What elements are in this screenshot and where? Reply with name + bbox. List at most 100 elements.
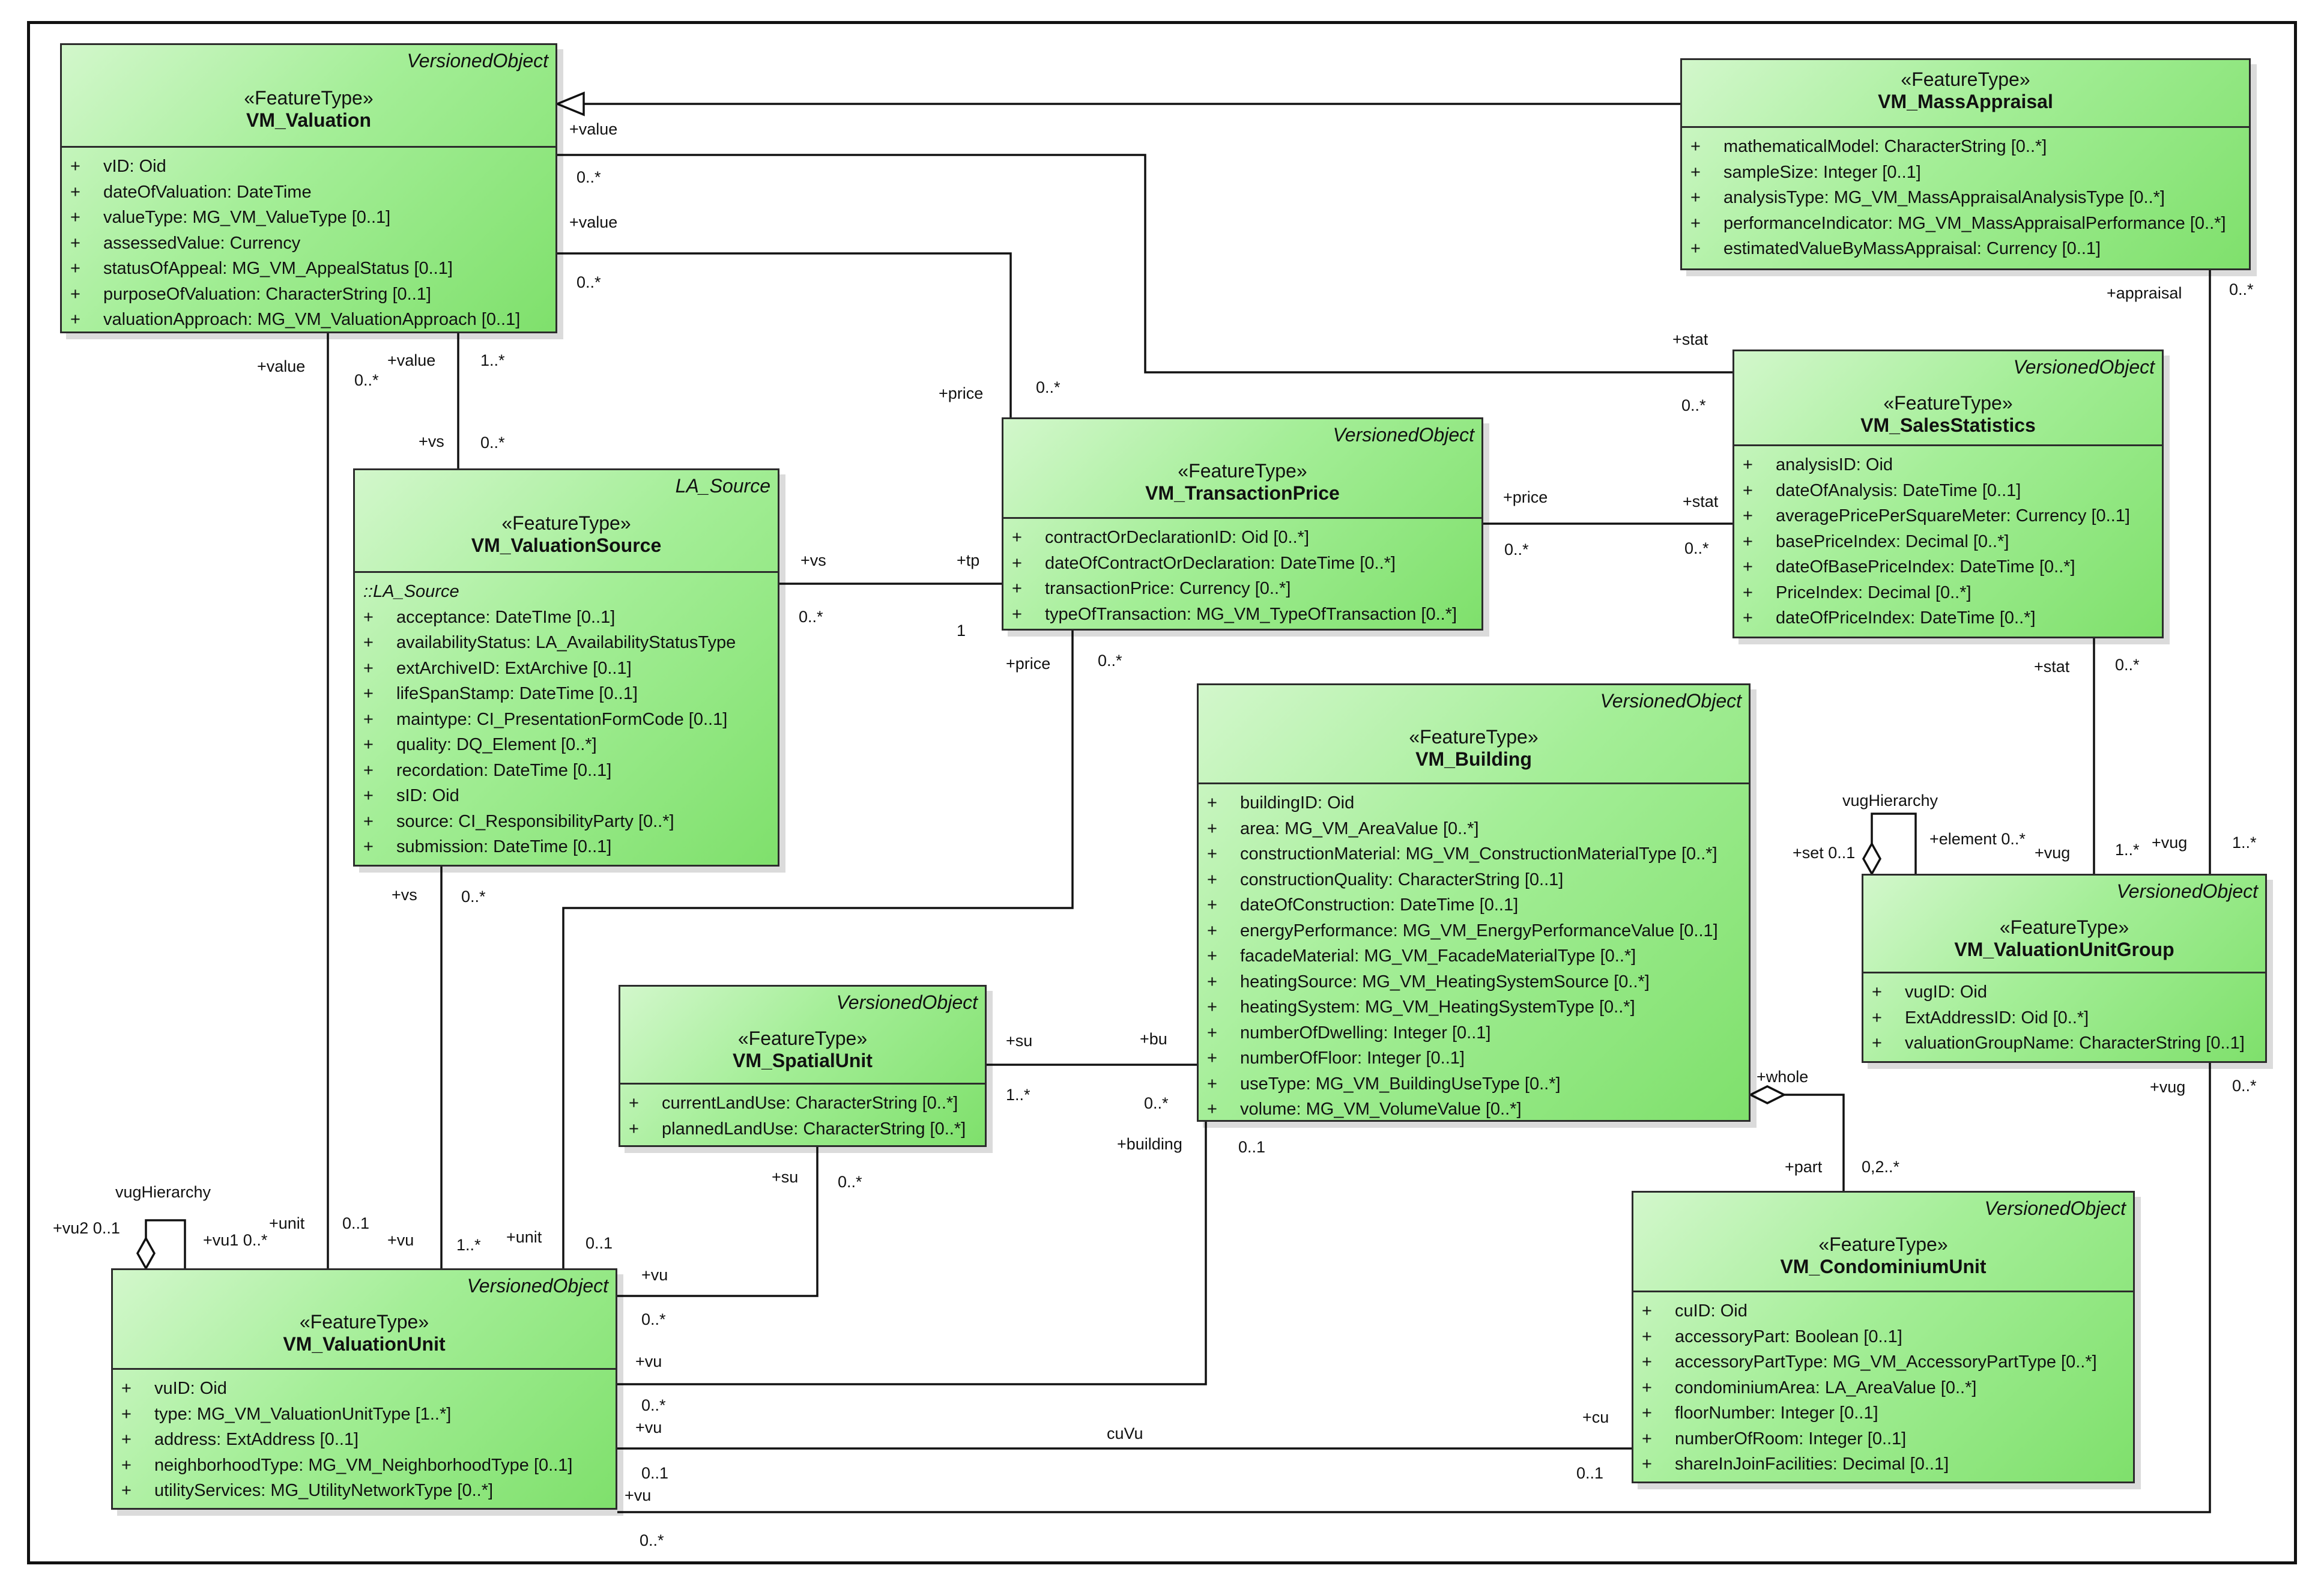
role-label: +vu — [387, 1231, 414, 1249]
vu-hierarchy-diamond — [136, 1236, 156, 1271]
attribute-text: currentLandUse: CharacterString [0..*] — [662, 1094, 958, 1113]
role-label: +vu — [635, 1352, 662, 1370]
class-vm-spatialunit[interactable]: VersionedObject «FeatureType» VM_Spatial… — [619, 985, 987, 1147]
attribute-list: +vID: Oid+dateOfValuation: DateTime+valu… — [62, 148, 555, 336]
visibility-marker: + — [1642, 1454, 1652, 1474]
multiplicity-label: 0..* — [838, 1173, 862, 1191]
role-label: +price — [939, 384, 984, 402]
class-name: VM_ValuationUnitGroup — [1954, 939, 2174, 960]
class-attribute: +neighborhoodType: MG_VM_NeighborhoodTyp… — [113, 1453, 616, 1479]
class-attribute: +buildingID: Oid — [1199, 790, 1749, 816]
multiplicity-label: 0,2..* — [1862, 1158, 1900, 1176]
class-name: VM_Building — [1415, 748, 1532, 770]
visibility-marker: + — [1872, 1008, 1882, 1028]
class-parent: VersionedObject — [1333, 424, 1474, 446]
role-label: +su — [1006, 1032, 1033, 1050]
attribute-text: purposeOfValuation: CharacterString [0..… — [103, 284, 431, 304]
attribute-text: quality: DQ_Element [0..*] — [396, 735, 597, 754]
role-label: +vs — [800, 551, 826, 569]
visibility-marker: + — [1690, 213, 1701, 233]
attribute-text: accessoryPartType: MG_VM_AccessoryPartTy… — [1675, 1352, 2097, 1372]
class-vm-salesstatistics[interactable]: VersionedObject «FeatureType» VM_SalesSt… — [1732, 350, 2164, 638]
class-name: VM_ValuationSource — [471, 534, 662, 556]
class-vm-valuation[interactable]: VersionedObject «FeatureType» VM_Valuati… — [60, 43, 557, 333]
class-attribute: +useType: MG_VM_BuildingUseType [0..*] — [1199, 1071, 1749, 1097]
class-attribute: +accessoryPart: Boolean [0..1] — [1633, 1324, 2133, 1350]
role-label: +cu — [1582, 1408, 1609, 1426]
class-attribute: +typeOfTransaction: MG_VM_TypeOfTransact… — [1003, 602, 1481, 628]
visibility-marker: + — [363, 633, 374, 652]
visibility-marker: + — [1690, 162, 1701, 182]
attribute-text: statusOfAppeal: MG_VM_AppealStatus [0..1… — [103, 259, 453, 278]
visibility-marker: + — [121, 1455, 132, 1475]
role-label: +stat — [1672, 330, 1708, 348]
attribute-text: contractOrDeclarationID: Oid [0..*] — [1045, 528, 1309, 547]
attribute-list: +currentLandUse: CharacterString [0..*]+… — [620, 1085, 985, 1145]
attribute-text: assessedValue: Currency — [103, 233, 301, 253]
class-attribute: +heatingSource: MG_VM_HeatingSystemSourc… — [1199, 969, 1749, 995]
multiplicity-label: 0..* — [1036, 378, 1061, 396]
visibility-marker: + — [363, 837, 374, 856]
visibility-marker: + — [1207, 997, 1217, 1017]
attribute-text: mathematicalModel: CharacterString [0..*… — [1723, 137, 2047, 156]
class-attribute: +averagePricePerSquareMeter: Currency [0… — [1734, 503, 2162, 529]
visibility-marker: + — [70, 182, 80, 202]
class-attribute: +valueType: MG_VM_ValueType [0..1] — [62, 205, 555, 231]
class-attribute: +numberOfRoom: Integer [0..1] — [1633, 1426, 2133, 1452]
attribute-text: dateOfAnalysis: DateTime [0..1] — [1776, 480, 2021, 500]
class-vm-valuationsource[interactable]: LA_Source «FeatureType» VM_ValuationSour… — [353, 468, 779, 867]
attribute-text: submission: DateTime [0..1] — [396, 837, 612, 856]
class-parent: VersionedObject — [1984, 1197, 2126, 1219]
role-label: +stat — [2034, 658, 2070, 676]
attribute-text: heatingSystem: MG_VM_HeatingSystemType [… — [1240, 997, 1635, 1017]
visibility-marker: + — [121, 1430, 132, 1449]
class-stereotype: «FeatureType» — [1901, 68, 2030, 90]
class-attribute: +accessoryPartType: MG_VM_AccessoryPartT… — [1633, 1349, 2133, 1375]
class-vm-building[interactable]: VersionedObject «FeatureType» VM_Buildin… — [1197, 683, 1751, 1122]
multiplicity-label: 0..* — [1684, 539, 1709, 557]
class-attribute: +valuationApproach: MG_VM_ValuationAppro… — [62, 307, 555, 333]
visibility-marker: + — [121, 1404, 132, 1424]
class-attribute: +address: ExtAddress [0..1] — [113, 1427, 616, 1453]
generalization-arrowhead — [554, 91, 585, 117]
class-attribute: +recordation: DateTime [0..1] — [355, 758, 778, 784]
attribute-list: +vugID: Oid+ExtAddressID: Oid [0..*]+val… — [1863, 973, 2265, 1060]
role-label: +value — [257, 357, 306, 375]
visibility-marker: + — [1642, 1378, 1652, 1397]
attribute-text: PriceIndex: Decimal [0..*] — [1776, 583, 1971, 602]
class-attribute: +numberOfFloor: Integer [0..1] — [1199, 1046, 1749, 1071]
class-attribute: +basePriceIndex: Decimal [0..*] — [1734, 529, 2162, 555]
class-vm-valuationunit[interactable]: VersionedObject «FeatureType» VM_Valuati… — [111, 1268, 617, 1510]
multiplicity-label: 0..* — [2229, 280, 2254, 298]
class-attribute: +analysisType: MG_VM_MassAppraisalAnalys… — [1682, 185, 2249, 211]
attribute-text: vID: Oid — [103, 157, 166, 176]
multiplicity-label: 0..1 — [342, 1214, 370, 1232]
visibility-marker: + — [1743, 480, 1753, 500]
visibility-marker: + — [1207, 1023, 1217, 1043]
class-attribute: +vuID: Oid — [113, 1376, 616, 1402]
class-name: VM_MassAppraisal — [1878, 91, 2053, 112]
role-label: +set 0..1 — [1793, 844, 1856, 862]
visibility-marker: + — [1012, 604, 1022, 624]
class-name: VM_SpatialUnit — [733, 1050, 873, 1071]
multiplicity-label: 0..1 — [586, 1234, 613, 1252]
visibility-marker: + — [363, 786, 374, 805]
class-parent: VersionedObject — [1600, 690, 1741, 712]
visibility-marker: + — [1207, 1100, 1217, 1119]
attribute-text: heatingSource: MG_VM_HeatingSystemSource… — [1240, 972, 1650, 991]
class-vm-condominiumunit[interactable]: VersionedObject «FeatureType» VM_Condomi… — [1632, 1191, 2135, 1483]
attribute-text: condominiumArea: LA_AreaValue [0..*] — [1675, 1378, 1977, 1397]
multiplicity-label: 0..* — [1681, 396, 1706, 414]
multiplicity-label: 0..* — [1144, 1094, 1169, 1112]
class-attribute: +valuationGroupName: CharacterString [0.… — [1863, 1031, 2265, 1056]
class-vm-transactionprice[interactable]: VersionedObject «FeatureType» VM_Transac… — [1002, 417, 1483, 631]
class-attribute: +purposeOfValuation: CharacterString [0.… — [62, 282, 555, 307]
class-vm-valuationunitgroup[interactable]: VersionedObject «FeatureType» VM_Valuati… — [1862, 874, 2267, 1063]
class-vm-massappraisal[interactable]: «FeatureType» VM_MassAppraisal + mathemat… — [1680, 58, 2251, 270]
multiplicity-label: 0..* — [1098, 652, 1122, 670]
attribute-list: +cuID: Oid+accessoryPart: Boolean [0..1]… — [1633, 1292, 2133, 1481]
inherited-section: ::LA_Source — [363, 582, 459, 601]
role-label: +unit — [506, 1228, 542, 1246]
visibility-marker: + — [1642, 1327, 1652, 1346]
attribute-text: dateOfPriceIndex: DateTime [0..*] — [1776, 608, 2036, 628]
